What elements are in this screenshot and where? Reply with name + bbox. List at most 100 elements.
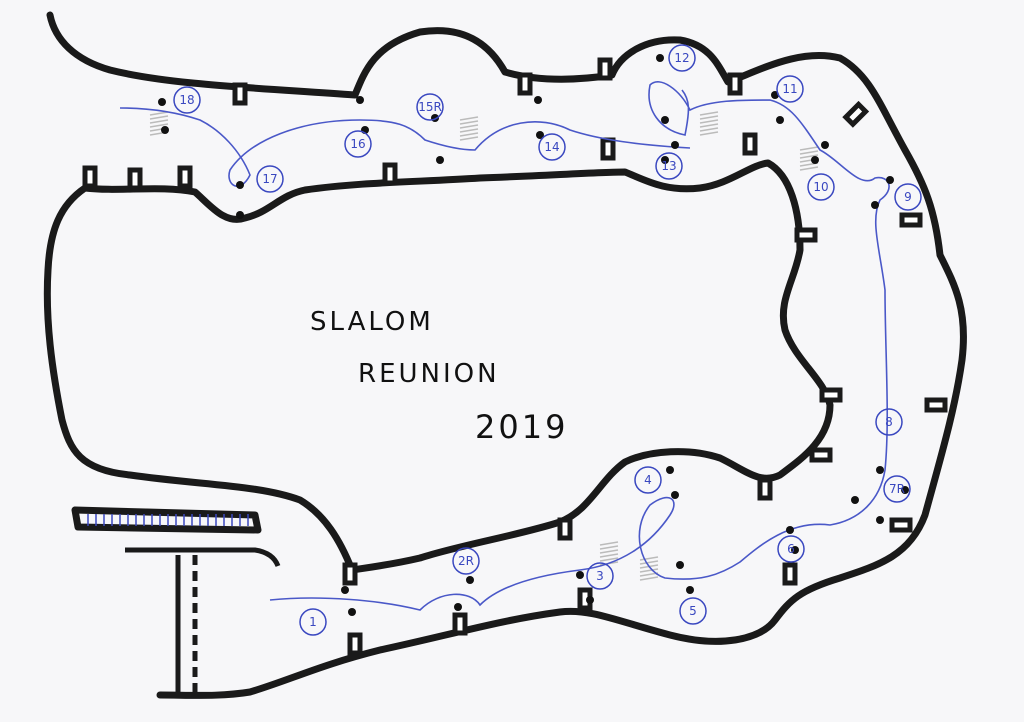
- title-line-3: 2019: [475, 408, 568, 446]
- gate-label-14: 14: [538, 133, 566, 161]
- gate-pole: [791, 546, 799, 554]
- bank-marker: [819, 387, 843, 403]
- bank-marker: [382, 162, 398, 186]
- gate-pole: [821, 141, 829, 149]
- gate-pole: [661, 156, 669, 164]
- bank-marker: [177, 165, 193, 189]
- race-line: [119, 81, 890, 611]
- gate-label-4: 4: [634, 466, 662, 494]
- gate-pole: [348, 608, 356, 616]
- gate-pole: [786, 526, 794, 534]
- gate-pole: [586, 596, 594, 604]
- bank-marker: [842, 100, 870, 128]
- gate-number: 6: [787, 542, 795, 556]
- gate-pole: [436, 156, 444, 164]
- gate-number: 12: [674, 51, 689, 65]
- gate-pole: [671, 141, 679, 149]
- gate-pole: [811, 156, 819, 164]
- gate-label-5: 5: [679, 597, 707, 625]
- gate-number: 10: [813, 180, 828, 194]
- gate-pole: [534, 96, 542, 104]
- bank-markers: [82, 57, 948, 656]
- gate-number: 15R: [418, 100, 442, 114]
- gate-number: 2R: [458, 554, 474, 568]
- gate-pole: [676, 561, 684, 569]
- bank-marker: [557, 517, 573, 541]
- gate-pole: [661, 116, 669, 124]
- gate-label-8: 8: [875, 408, 903, 436]
- gate-label-3: 3: [586, 562, 614, 590]
- bank-marker: [809, 447, 833, 463]
- gate-label-13: 13: [655, 152, 683, 180]
- bank-marker: [742, 132, 758, 156]
- gate-number: 14: [544, 140, 559, 154]
- gate-label-2r: 2R: [452, 547, 480, 575]
- bank-marker: [727, 72, 743, 96]
- bank-marker: [127, 167, 143, 191]
- gate-pole: [876, 516, 884, 524]
- gate-label-17: 17: [256, 165, 284, 193]
- gate-number: 1: [309, 615, 317, 629]
- gate-label-15r: 15R: [416, 93, 444, 121]
- dock: [71, 506, 281, 698]
- gate-pole: [161, 126, 169, 134]
- gate-number: 5: [689, 604, 697, 618]
- gate-number: 13: [661, 159, 676, 173]
- gate-pole: [356, 96, 364, 104]
- bank-marker: [597, 57, 613, 81]
- gate-pole: [454, 603, 462, 611]
- bank-marker: [342, 562, 358, 586]
- gate-number: 4: [644, 473, 652, 487]
- gate-label-18: 18: [173, 86, 201, 114]
- gate-number: 3: [596, 569, 604, 583]
- bank-marker: [794, 227, 818, 243]
- gate-number: 11: [782, 82, 797, 96]
- gate-pole: [851, 496, 859, 504]
- title-line-2: REUNION: [358, 359, 500, 389]
- gate-number: 7R: [889, 482, 905, 496]
- gate-pole: [666, 466, 674, 474]
- gate-label-6: 6: [777, 535, 805, 563]
- gate-label-7r: 7R: [883, 475, 911, 503]
- bank-marker: [517, 72, 533, 96]
- bank-marker: [452, 612, 468, 636]
- gate-pole: [871, 201, 879, 209]
- gate-label-9: 9: [894, 183, 922, 211]
- gate-label-12: 12: [668, 44, 696, 72]
- gate-label-10: 10: [807, 173, 835, 201]
- gate-pole: [236, 211, 244, 219]
- gate-poles: [158, 54, 909, 616]
- gate-number: 18: [179, 93, 194, 107]
- bank-marker: [889, 517, 913, 533]
- island-bank: [43, 159, 834, 574]
- gate-number: 9: [904, 190, 912, 204]
- gate-pole: [341, 586, 349, 594]
- gate-number: 8: [885, 415, 893, 429]
- gate-label-11: 11: [776, 75, 804, 103]
- gate-label-16: 16: [344, 130, 372, 158]
- gate-label-1: 1: [299, 608, 327, 636]
- gate-pole: [886, 176, 894, 184]
- bank-marker: [347, 632, 363, 656]
- bank-marker: [899, 212, 923, 228]
- gate-pole: [576, 571, 584, 579]
- bank-marker: [600, 137, 616, 161]
- gate-pole: [671, 491, 679, 499]
- bank-marker: [82, 165, 98, 189]
- bank-marker: [924, 397, 948, 413]
- gate-pole: [236, 181, 244, 189]
- gate-pole: [686, 586, 694, 594]
- gate-pole: [158, 98, 166, 106]
- gate-pole: [466, 576, 474, 584]
- gate-number: 16: [350, 137, 365, 151]
- bank-marker: [232, 82, 248, 106]
- bank-marker: [757, 477, 773, 501]
- gate-pole: [536, 131, 544, 139]
- course-title: SLALOM REUNION 2019: [310, 307, 568, 446]
- gate-pole: [776, 116, 784, 124]
- gate-number: 17: [262, 172, 277, 186]
- gate-pole: [876, 466, 884, 474]
- gate-pole: [656, 54, 664, 62]
